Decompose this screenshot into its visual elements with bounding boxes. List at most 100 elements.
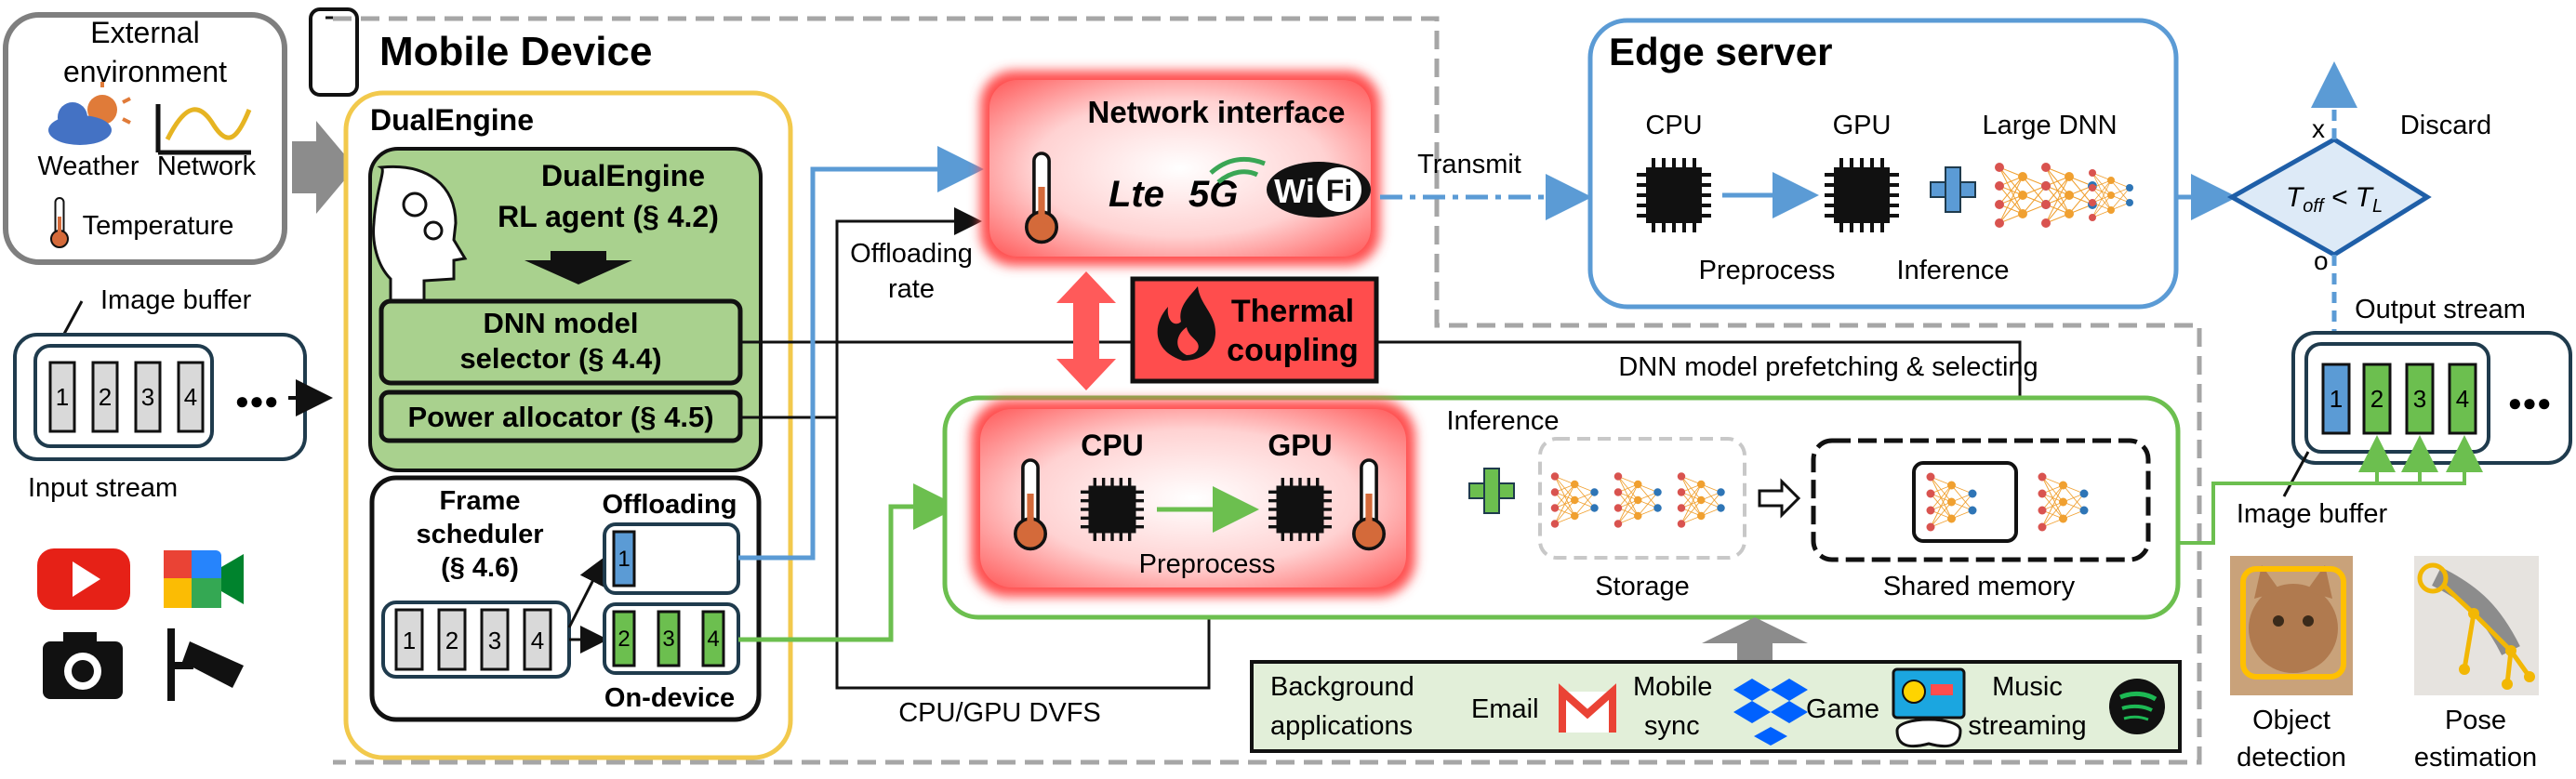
object-detection-label-1: Object <box>2252 706 2330 735</box>
decision-o-label: o <box>2314 246 2329 275</box>
phone-icon <box>309 7 359 97</box>
thermal-coupling-arrow <box>1056 271 1116 390</box>
image-buffer-label-left: Image buffer <box>100 285 252 315</box>
external-env-title-1: External <box>90 16 199 49</box>
ondevice-frame-4 <box>701 610 725 667</box>
edge-cpu-chip-icon <box>1635 156 1713 234</box>
input-frame-1 <box>48 361 76 433</box>
email-label: Email <box>1471 694 1539 724</box>
pose-estimation-image <box>2414 556 2539 695</box>
offload-frame-1-label: 1 <box>617 547 630 572</box>
surveillance-camera-icon <box>167 628 244 701</box>
prefetch-label: DNN model prefetching & selecting <box>1618 352 2038 382</box>
latency-condition: Toff < TL <box>2286 182 2383 217</box>
network-interface-box <box>989 80 1371 257</box>
ai-head-icon <box>372 165 468 304</box>
output-more-dots: ●●● <box>2507 389 2551 416</box>
output-stream-label: Output stream <box>2355 295 2526 324</box>
mobile-sync-label-2: sync <box>1644 711 1700 741</box>
input-stream-label: Input stream <box>28 473 178 503</box>
soc-cpu-label: CPU <box>1081 429 1144 462</box>
mobile-device-frame <box>333 16 2202 765</box>
soc-gpu-chip-icon <box>1267 476 1334 543</box>
ondevice-frame-4-label: 4 <box>707 627 719 652</box>
camera-icon <box>43 632 123 699</box>
5g-icon: 5G <box>1188 174 1238 215</box>
input-frame-2 <box>91 361 119 433</box>
weather-icon <box>48 82 131 145</box>
network-label: Network <box>157 152 257 181</box>
transmit-label: Transmit <box>1417 150 1521 179</box>
edge-preprocess-label: Preprocess <box>1699 256 1836 285</box>
soc-gpu-label: GPU <box>1268 429 1332 462</box>
edge-server-title: Edge server <box>1609 30 1832 73</box>
decision-x-label: x <box>2312 114 2325 143</box>
sched-frame-2 <box>437 608 467 671</box>
storage-label: Storage <box>1595 572 1690 601</box>
sched-frame-3-label: 3 <box>488 627 501 654</box>
edge-large-dnn-label: Large DNN <box>1982 111 2117 140</box>
storage-to-memory-arrow <box>1758 478 1801 519</box>
sched-frame-1-label: 1 <box>403 627 416 654</box>
sched-frame-1 <box>394 608 424 671</box>
output-frame-1 <box>2321 363 2351 435</box>
pose-estimation-label-2: estimation <box>2414 743 2537 772</box>
agent-down-arrow <box>524 251 632 284</box>
wifi-label-a: Wi <box>1274 172 1315 210</box>
background-title-2: applications <box>1270 711 1413 741</box>
rl-agent-title-1: DualEngine <box>541 159 705 192</box>
music-streaming-label-1: Music <box>1992 672 2063 702</box>
dnn-model-selector-label-2: selector (§ 4.4) <box>459 342 661 375</box>
edge-cpu-label: CPU <box>1645 111 1702 140</box>
input-buffer-inner <box>33 344 214 448</box>
output-frame-3-label: 3 <box>2413 385 2426 413</box>
offload-path <box>738 146 984 561</box>
shared-memory-to-output <box>2178 500 2215 545</box>
green-plus-icon <box>1468 468 1515 514</box>
edge-inference-label: Inference <box>1897 256 2010 285</box>
frame-scheduler-title-2: scheduler <box>417 520 544 549</box>
shared-memory-label: Shared memory <box>1883 572 2076 601</box>
rl-agent-title-2: RL agent (§ 4.2) <box>498 200 719 233</box>
input-frame-3 <box>134 361 162 433</box>
dualengine-title: DualEngine <box>370 103 534 137</box>
weather-label: Weather <box>37 152 139 181</box>
network-interface-title: Network interface <box>1088 95 1346 129</box>
music-streaming-label-2: streaming <box>1968 711 2086 741</box>
input-frame-4-label: 4 <box>184 383 197 411</box>
frame-scheduler-title-3: (§ 4.6) <box>441 553 519 583</box>
output-to-frames <box>2211 435 2483 500</box>
soc-preprocess-label: Preprocess <box>1139 549 1276 579</box>
edge-gpu-label: GPU <box>1833 111 1892 140</box>
pose-estimation-label-1: Pose <box>2445 706 2506 735</box>
edge-gpu-chip-icon <box>1823 156 1901 234</box>
youtube-icon <box>37 548 130 610</box>
ondevice-frame-3 <box>657 610 681 667</box>
sched-frame-3 <box>480 608 510 671</box>
edge-plus-icon <box>1930 166 1976 213</box>
sched-frame-4 <box>523 608 552 671</box>
ondevice-path <box>738 483 960 642</box>
output-frame-2 <box>2362 363 2392 435</box>
soc-box <box>980 409 1406 588</box>
input-more-dots: ●●● <box>234 387 278 415</box>
background-apps-box <box>1250 660 2182 753</box>
game-icon <box>1892 667 1966 748</box>
sched-frame-2-label: 2 <box>445 627 458 654</box>
offload-frame-1 <box>612 530 636 588</box>
offloading-rate-label-1: Offloading <box>850 239 973 269</box>
on-device-label: On-device <box>604 683 735 713</box>
input-frame-4 <box>177 361 205 433</box>
wifi-icon <box>1267 162 1371 218</box>
dropbox-icon <box>1733 679 1808 746</box>
input-frame-3-label: 3 <box>141 383 154 411</box>
output-frame-4 <box>2448 363 2477 435</box>
mobile-sync-label-1: Mobile <box>1633 672 1712 702</box>
thermal-coupling-label-1: Thermal <box>1231 294 1354 329</box>
discard-label: Discard <box>2400 111 2491 140</box>
mobile-device-title: Mobile Device <box>379 29 652 74</box>
temperature-label: Temperature <box>83 211 234 241</box>
lte-icon: Lte <box>1109 174 1164 215</box>
